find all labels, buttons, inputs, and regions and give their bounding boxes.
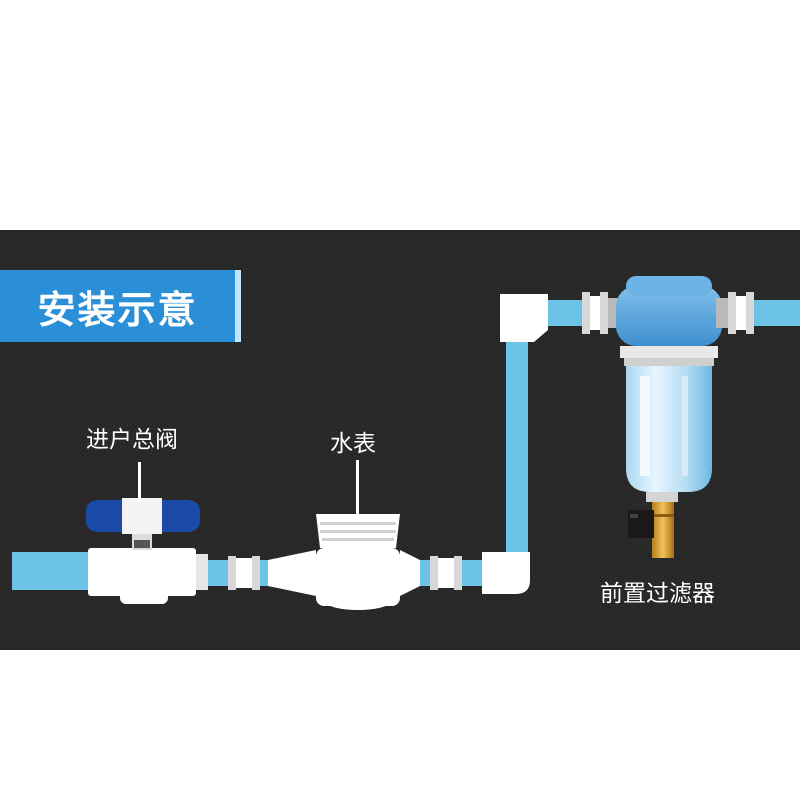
label-pre-filter: 前置过滤器 xyxy=(600,581,715,607)
riser-to-filter-pipe xyxy=(548,300,582,326)
filter-inlet-union xyxy=(582,292,620,334)
label-main-valve: 进户总阀 xyxy=(86,427,178,453)
union-fitting-1 xyxy=(228,556,260,590)
vertical-riser-pipe xyxy=(506,334,528,552)
valve-pointer-line xyxy=(138,462,141,502)
brass-drain-valve xyxy=(652,502,674,558)
union-fitting-2 xyxy=(430,556,462,590)
inlet-pipe xyxy=(12,552,90,590)
diagram-title: 安装示意 xyxy=(37,287,198,332)
lower-elbow xyxy=(482,552,530,594)
pre-filter xyxy=(616,276,722,558)
diagram-panel: 安装示意 进户总阀 水表 前置过滤器 xyxy=(0,230,800,650)
water-meter xyxy=(268,460,420,610)
filter-outlet-union xyxy=(716,292,754,334)
upper-elbow xyxy=(500,294,548,342)
valve-handle-left xyxy=(86,500,124,532)
valve-handle-right xyxy=(160,500,200,532)
title-box: 安装示意 xyxy=(0,270,241,342)
main-valve xyxy=(86,462,208,604)
label-water-meter: 水表 xyxy=(330,431,376,457)
meter-pointer-line xyxy=(356,460,359,516)
filter-head xyxy=(616,286,722,346)
outlet-pipe xyxy=(754,300,800,326)
filter-bowl xyxy=(626,366,712,492)
